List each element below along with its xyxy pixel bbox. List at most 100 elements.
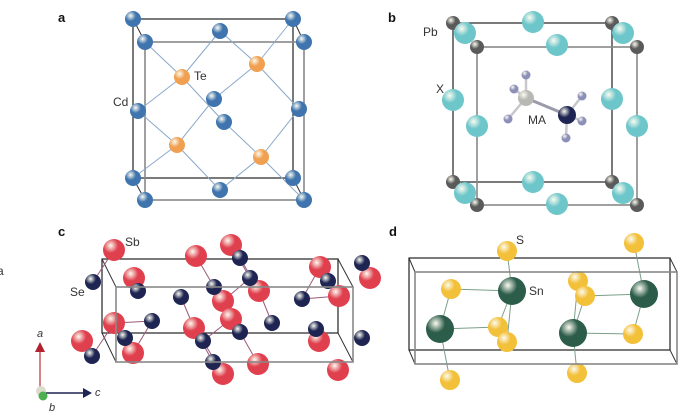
panel-b-perovskite: b Pb X MA	[388, 10, 648, 215]
label-cd: Cd	[113, 95, 128, 109]
axis-label-a: a	[37, 328, 43, 340]
atom-x	[546, 193, 568, 215]
atom-s	[488, 317, 508, 337]
atom-cd	[212, 23, 228, 39]
bond	[219, 156, 262, 191]
atom-pb	[446, 175, 460, 189]
atom-x	[612, 182, 634, 204]
atom-sb	[220, 308, 242, 330]
label-ma: MA	[528, 113, 546, 127]
atom-sn	[426, 315, 454, 343]
atom-sb	[327, 359, 349, 381]
bond	[137, 110, 178, 146]
atom-c	[518, 90, 534, 106]
atom-cd	[216, 114, 232, 130]
atom-sb	[103, 312, 125, 334]
bond	[144, 41, 183, 78]
atom-h	[561, 133, 571, 143]
atoms-d	[426, 233, 658, 390]
atom-pb	[470, 198, 484, 212]
bond	[137, 76, 183, 112]
atom-pb	[630, 40, 644, 54]
label-sb: Sb	[125, 235, 140, 249]
atom-sb	[220, 234, 242, 256]
atom-x	[601, 88, 623, 110]
atom-x	[612, 22, 634, 44]
atom-s	[567, 363, 587, 383]
atom-se	[264, 315, 280, 331]
atom-sn	[559, 319, 587, 347]
atom-te	[253, 149, 269, 165]
atoms-b	[442, 11, 648, 215]
atom-se	[294, 291, 310, 307]
atom-h	[577, 91, 587, 101]
atom-se	[173, 289, 189, 305]
atom-sb	[103, 239, 125, 261]
atom-h	[509, 84, 519, 94]
atom-sb	[71, 330, 93, 352]
atom-sn	[498, 277, 526, 305]
atom-se	[232, 324, 248, 340]
atom-sb	[185, 245, 207, 267]
atom-n	[558, 106, 576, 124]
atom-cd	[296, 192, 312, 208]
atom-se	[84, 348, 100, 364]
atom-x	[454, 22, 476, 44]
axis-label-b: b	[49, 402, 55, 414]
bond	[219, 30, 258, 65]
unit-cell-a	[132, 18, 305, 201]
atom-sn	[630, 280, 658, 308]
panel-letter-c: c	[58, 224, 65, 239]
atom-h	[521, 70, 531, 80]
atom-sb	[183, 317, 205, 339]
axis-c-arrowhead	[83, 388, 92, 398]
atom-te	[174, 69, 190, 85]
atom-se	[320, 273, 336, 289]
atom-se	[354, 255, 370, 271]
unit-cell-c-front	[115, 286, 354, 363]
bond	[181, 30, 221, 78]
label-s: S	[516, 233, 524, 247]
axis-b-ball	[38, 391, 48, 401]
atom-sb	[212, 290, 234, 312]
panel-letter-a: a	[58, 10, 66, 25]
atom-se	[354, 330, 370, 346]
bond	[176, 98, 215, 146]
atom-x	[442, 89, 464, 111]
atom-cd	[137, 34, 153, 50]
atom-x	[626, 115, 648, 137]
atom-te	[169, 137, 185, 153]
atom-x	[546, 34, 568, 56]
unit-cell-d-front	[414, 271, 678, 365]
atom-x	[454, 182, 476, 204]
atom-sb	[248, 280, 270, 302]
atom-cd	[206, 91, 222, 107]
atom-cd	[291, 101, 307, 117]
bond	[176, 144, 221, 191]
axes-indicator: a c b	[35, 328, 101, 414]
panel-letter-b: b	[388, 10, 396, 25]
atom-sb	[359, 267, 381, 289]
atom-s	[623, 324, 643, 344]
bond	[181, 76, 225, 123]
bond	[260, 156, 305, 201]
atoms-c	[71, 234, 381, 385]
atom-x	[522, 171, 544, 193]
bond	[256, 18, 294, 65]
atom-sb	[122, 342, 144, 364]
atom-te	[249, 56, 265, 72]
atom-sb	[328, 285, 350, 307]
atom-se	[117, 330, 133, 346]
atom-pb	[470, 40, 484, 54]
atom-s	[568, 271, 588, 291]
bond	[223, 121, 262, 158]
atom-s	[624, 233, 644, 253]
bond	[260, 108, 300, 158]
atom-s	[440, 370, 460, 390]
atom-s	[575, 286, 595, 306]
label-sn: Sn	[529, 284, 544, 298]
atom-s	[497, 241, 517, 261]
axis-a-arrowhead	[35, 342, 45, 352]
label-se: Se	[70, 285, 85, 299]
atom-se	[144, 313, 160, 329]
